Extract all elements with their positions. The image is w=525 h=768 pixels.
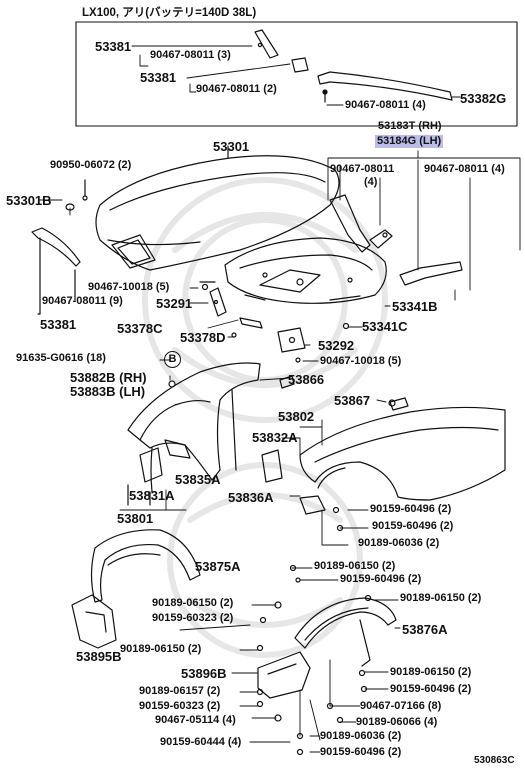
part-53801: 53801 — [117, 511, 154, 526]
part-90189-06150-2-e: 90189-06150 (2) — [390, 666, 472, 678]
part-90159-60496-2-e: 90159-60496 (2) — [320, 746, 402, 758]
part-53895B: 53895B — [76, 649, 122, 664]
catalog-header: LX100, アリ(バッテリ=140D 38L) — [82, 7, 257, 19]
part-53341B: 53341B — [392, 299, 438, 314]
part-53184G-highlighted: 53184G (LH) — [375, 135, 444, 148]
part-90189-06150-2-c: 90189-06150 (2) — [152, 597, 234, 609]
part-90467-08011-3: 90467-08011 (3) — [150, 49, 231, 61]
part-90950-06072: 90950-06072 (2) — [50, 159, 132, 171]
part-90467-08011-right-a: 90467-08011 — [330, 163, 395, 175]
part-90189-06150-2-d: 90189-06150 (2) — [120, 643, 202, 655]
part-91635-G0616: 91635-G0616 (18) — [16, 352, 106, 364]
part-53301: 53301 — [213, 139, 250, 154]
part-90467-08011-4-right: 90467-08011 (4) — [424, 163, 505, 175]
part-53301B: 53301B — [6, 193, 52, 208]
fender-leaders — [119, 419, 369, 546]
part-90467-10018-5-a: 90467-10018 (5) — [88, 281, 170, 293]
grille-inset-box — [75, 21, 518, 127]
part-53882B: 53882B (RH) — [70, 370, 147, 385]
part-53183T: 53183T (RH) — [378, 120, 442, 132]
hood-small-parts — [65, 179, 350, 363]
hood-outline — [95, 145, 340, 271]
part-53867: 53867 — [334, 393, 371, 408]
part-53292: 53292 — [318, 338, 355, 353]
part-53896B: 53896B — [181, 666, 227, 681]
hood-hinges — [329, 194, 463, 286]
part-90159-60496-2-a: 90159-60496 (2) — [370, 503, 452, 515]
part-90467-07166-8: 90467-07166 (8) — [360, 700, 442, 712]
reference-b-marker: B — [164, 350, 181, 368]
part-53378D: 53378D — [180, 330, 226, 345]
fender-liner-right — [294, 597, 397, 667]
hood-leaders — [39, 199, 391, 403]
part-90467-10018-5-b: 90467-10018 (5) — [320, 355, 402, 367]
left-fender — [127, 362, 261, 493]
part-90467-08011-9: 90467-08011 (9) — [42, 295, 123, 307]
part-53876A: 53876A — [402, 622, 448, 637]
bottom-leaders — [179, 567, 401, 753]
left-fender-brackets — [127, 439, 191, 506]
splash-shield-right — [257, 651, 311, 699]
part-90189-06150-2-a: 90189-06150 (2) — [314, 560, 396, 572]
part-53381-b: 53381 — [140, 70, 177, 85]
part-90159-60496-2-d: 90159-60496 (2) — [390, 683, 472, 695]
splash-shield-left — [71, 594, 117, 649]
part-90159-60496-2-c: 90159-60496 (2) — [340, 573, 422, 585]
right-fender-brackets — [261, 375, 409, 532]
part-90189-06036-2-a: 90189-06036 (2) — [358, 537, 440, 549]
part-90467-08011-4-top: 90467-08011 (4) — [345, 99, 426, 111]
part-53382G: 53382G — [460, 91, 507, 106]
part-90189-06036-2-b: 90189-06036 (2) — [320, 730, 402, 742]
part-53831A: 53831A — [129, 488, 175, 503]
part-53378C: 53378C — [117, 321, 163, 336]
part-count-4: (4) — [364, 176, 378, 188]
hood-seal-left — [31, 227, 81, 315]
part-90159-60323-2-a: 90159-60323 (2) — [152, 612, 234, 624]
part-53835A: 53835A — [175, 472, 221, 487]
hood-insulator — [224, 237, 387, 304]
part-53381-c: 53381 — [40, 317, 77, 332]
part-53291: 53291 — [156, 296, 193, 311]
part-53381-a: 53381 — [95, 39, 132, 54]
part-53866: 53866 — [288, 372, 325, 387]
part-90467-08011-2: 90467-08011 (2) — [196, 83, 277, 95]
part-53875A: 53875A — [195, 559, 241, 574]
grille-leaders — [131, 45, 461, 106]
part-90159-60444-4: 90159-60444 (4) — [160, 736, 242, 748]
part-53836A: 53836A — [228, 490, 274, 505]
part-90189-06157-2: 90189-06157 (2) — [139, 685, 221, 697]
right-fender — [299, 399, 506, 501]
part-90467-05114-4: 90467-05114 (4) — [155, 714, 236, 726]
part-53802: 53802 — [278, 409, 315, 424]
reference-b-label: B — [164, 351, 181, 368]
part-90189-06150-2-b: 90189-06150 (2) — [400, 592, 482, 604]
part-53341C: 53341C — [362, 319, 408, 334]
diagram-code: 530863C — [474, 755, 515, 766]
grille-molding-parts — [254, 29, 453, 103]
part-53832A: 53832A — [252, 430, 298, 445]
hinge-leaders — [327, 150, 521, 301]
part-90189-06066-4: 90189-06066 (4) — [356, 716, 438, 728]
part-90159-60323-2-b: 90159-60323 (2) — [139, 700, 221, 712]
part-90159-60496-2-b: 90159-60496 (2) — [372, 520, 454, 532]
fender-liner-left — [90, 529, 201, 603]
part-53883B: 53883B (LH) — [70, 384, 146, 399]
